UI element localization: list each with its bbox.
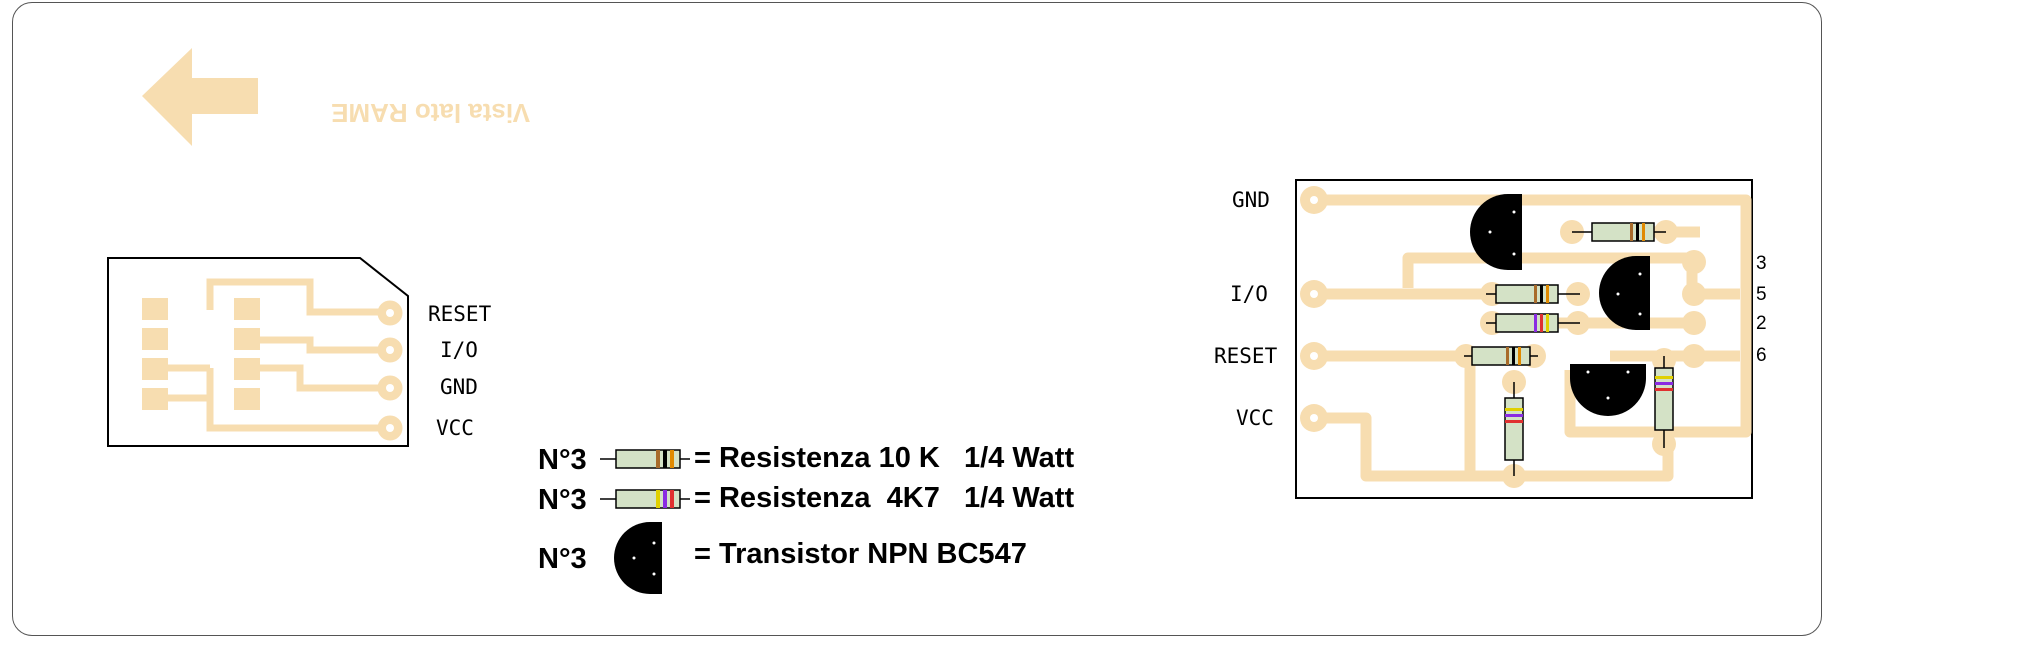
board-label-vcc: VCC	[1236, 406, 1274, 430]
board-label-reset: RESET	[1214, 344, 1278, 368]
board-pin-6: 6	[1756, 345, 1767, 366]
card-pin-io: I/O	[440, 338, 478, 362]
sim-card-traces	[152, 278, 388, 432]
board-pin-2: 2	[1756, 313, 1767, 334]
card-pin-vcc: VCC	[436, 416, 474, 440]
board-label-io: I/O	[1230, 282, 1268, 306]
copper-side-arrow-icon	[142, 48, 258, 146]
pcb-transistor-q1	[1470, 194, 1522, 270]
card-pin-reset: RESET	[428, 302, 492, 326]
pcb-transistor-q2	[1599, 256, 1650, 330]
sim-contact-pads	[142, 298, 260, 410]
board-label-gnd: GND	[1232, 188, 1270, 212]
legend-resistor-10k-icon	[600, 449, 690, 469]
legend-text-transistor: = Transistor NPN BC547	[694, 538, 1027, 570]
legend-resistor-4k7-icon	[600, 489, 690, 509]
legend-qty-4k7: N°3	[538, 484, 587, 516]
board-pin-3: 3	[1756, 253, 1767, 274]
pcb-transistor-q3	[1570, 364, 1646, 416]
legend-qty-10k: N°3	[538, 444, 587, 476]
card-pin-gnd: GND	[440, 375, 478, 399]
legend-qty-transistor: N°3	[538, 543, 587, 575]
legend-text-10k: = Resistenza 10 K 1/4 Watt	[694, 442, 1075, 474]
board-pin-5: 5	[1756, 284, 1767, 305]
view-side-label: Vista lato RAME	[331, 98, 530, 128]
legend-transistor-icon	[614, 522, 662, 594]
legend-text-4k7: = Resistenza 4K7 1/4 Watt	[694, 482, 1075, 514]
